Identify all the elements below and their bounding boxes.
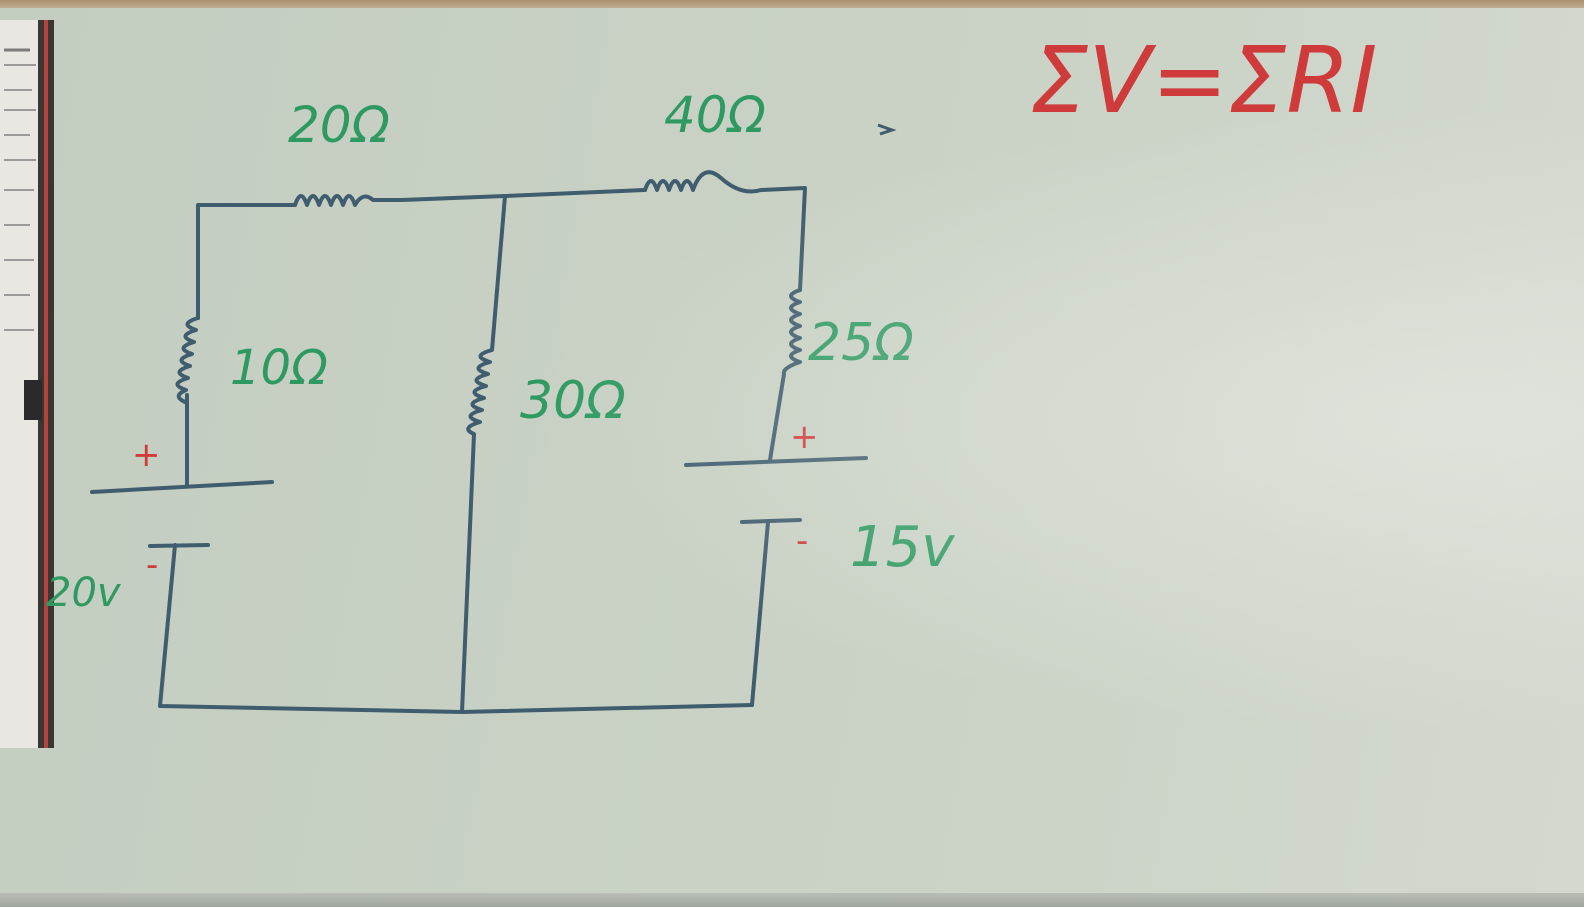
resistor-10-symbol xyxy=(175,316,200,404)
formula-kirchhoff: ΣV=ΣRI xyxy=(1030,27,1377,134)
resistor-20-label: 20Ω xyxy=(288,96,390,154)
wire-top-middle xyxy=(503,188,647,198)
battery-20-plate-short xyxy=(148,543,210,548)
resistor-40-symbol xyxy=(643,170,807,292)
wire-right-bottom xyxy=(750,520,770,707)
battery-15-plate-long xyxy=(684,456,868,467)
resistor-40-label: 40Ω xyxy=(664,86,766,144)
resistor-30-symbol xyxy=(460,194,507,714)
resistor-10-label: 10Ω xyxy=(230,340,328,396)
resistor-30-label: 30Ω xyxy=(520,371,626,431)
battery-20-label: 20v xyxy=(46,570,122,616)
board-bottom-edge xyxy=(0,893,1584,907)
battery-15-plus: + xyxy=(790,417,819,457)
battery-15-minus: - xyxy=(796,521,808,561)
stray-mark xyxy=(877,123,897,136)
resistor-25-label: 25Ω xyxy=(808,313,914,373)
battery-15-label: 15v xyxy=(850,515,955,580)
resistor-20-symbol xyxy=(293,194,507,207)
battery-20-plate-long xyxy=(90,480,274,494)
battery-15-plate-short xyxy=(740,518,802,524)
battery-20-minus: - xyxy=(146,545,158,585)
wire-bottom xyxy=(158,543,754,714)
wire-left-top xyxy=(196,203,297,320)
battery-20-plus: + xyxy=(132,435,161,475)
